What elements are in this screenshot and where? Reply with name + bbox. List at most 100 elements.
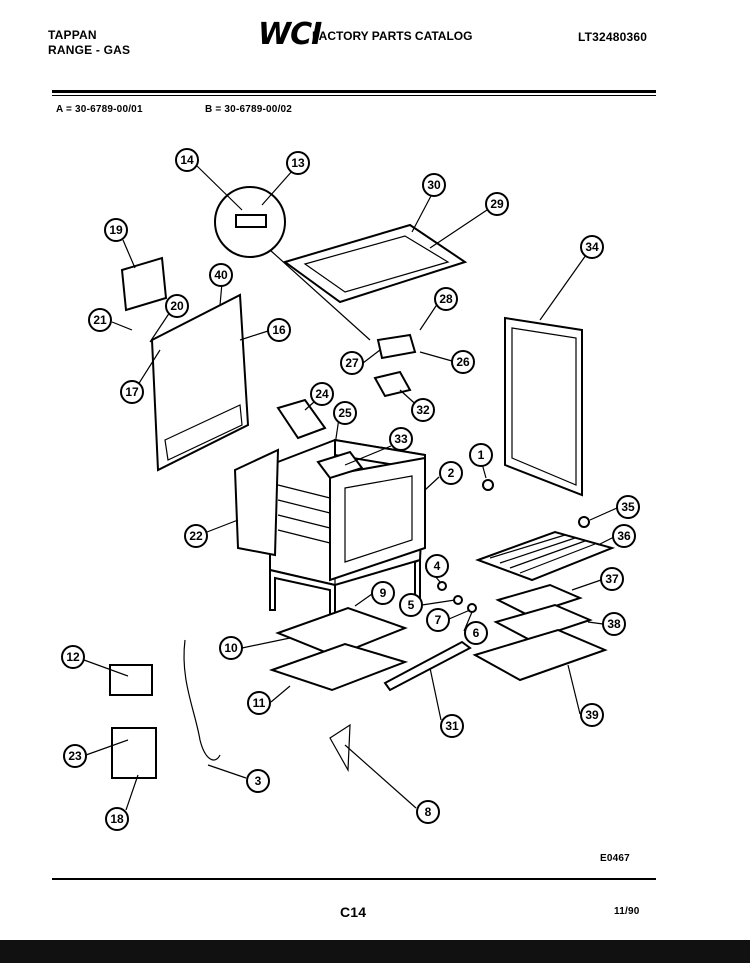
callout-36: 36	[612, 524, 636, 548]
callout-12: 12	[61, 645, 85, 669]
back-panel	[150, 293, 250, 472]
callout-4: 4	[425, 554, 449, 578]
svg-text:39: 39	[585, 708, 599, 722]
knob-35	[578, 516, 590, 528]
svg-text:36: 36	[617, 529, 631, 543]
svg-text:2: 2	[448, 466, 455, 480]
callout-2: 2	[439, 461, 463, 485]
svg-text:6: 6	[473, 626, 480, 640]
svg-text:14: 14	[180, 153, 194, 167]
svg-text:31: 31	[445, 719, 459, 733]
broiler-pan-39	[472, 628, 608, 682]
drawing-code: E0467	[600, 853, 630, 864]
bottom-panel-10	[275, 606, 408, 658]
svg-text:28: 28	[439, 292, 453, 306]
callout-22: 22	[184, 524, 208, 548]
callout-27: 27	[340, 351, 364, 375]
callout-9: 9	[371, 581, 395, 605]
callout-11: 11	[247, 691, 271, 715]
svg-text:13: 13	[291, 156, 305, 170]
inset-box-12	[109, 664, 153, 696]
callout-39: 39	[580, 703, 604, 727]
svg-text:23: 23	[68, 749, 82, 763]
callout-10: 10	[219, 636, 243, 660]
svg-text:25: 25	[338, 406, 352, 420]
revision-date: 11/90	[614, 906, 640, 917]
callout-1: 1	[469, 443, 493, 467]
svg-text:33: 33	[394, 432, 408, 446]
bottom-panel-11	[268, 642, 409, 692]
broiler-pan-38	[493, 603, 593, 642]
svg-text:29: 29	[490, 197, 504, 211]
svg-text:1: 1	[478, 448, 485, 462]
callout-6: 6	[464, 621, 488, 645]
svg-text:34: 34	[585, 240, 599, 254]
page-number: C14	[340, 904, 367, 920]
callout-3: 3	[246, 769, 270, 793]
power-cord	[183, 639, 221, 761]
svg-text:24: 24	[315, 387, 329, 401]
svg-text:4: 4	[434, 559, 441, 573]
bracket-32	[373, 370, 412, 398]
brand-name: TAPPAN	[48, 28, 97, 42]
product-type: RANGE - GAS	[48, 43, 131, 57]
svg-text:8: 8	[425, 805, 432, 819]
scan-edge	[0, 940, 750, 963]
callout-23: 23	[63, 744, 87, 768]
callout-19: 19	[104, 218, 128, 242]
part-5	[453, 595, 463, 605]
igniter-part	[235, 214, 267, 228]
callout-24: 24	[310, 382, 334, 406]
callout-30: 30	[422, 173, 446, 197]
cooktop	[282, 223, 468, 304]
callout-40: 40	[209, 263, 233, 287]
callout-35: 35	[616, 495, 640, 519]
callout-31: 31	[440, 714, 464, 738]
svg-text:3: 3	[255, 774, 262, 788]
variant-b-label: B = 30-6789-00/02	[205, 104, 293, 115]
callout-37: 37	[600, 567, 624, 591]
leg-leveler	[329, 723, 351, 773]
rail	[383, 640, 472, 692]
callout-14: 14	[175, 148, 199, 172]
callout-20: 20	[165, 294, 189, 318]
broiler-pan-37	[495, 583, 583, 617]
svg-text:5: 5	[408, 598, 415, 612]
svg-text:21: 21	[93, 313, 107, 327]
callout-38: 38	[602, 612, 626, 636]
model-number: LT32480360	[578, 30, 648, 44]
svg-text:7: 7	[435, 613, 442, 627]
svg-text:9: 9	[380, 586, 387, 600]
part-4	[437, 581, 447, 591]
burner-valve	[376, 333, 417, 360]
svg-text:16: 16	[272, 323, 286, 337]
callout-28: 28	[434, 287, 458, 311]
bracket-24	[276, 398, 327, 440]
svg-text:22: 22	[189, 529, 203, 543]
svg-text:32: 32	[416, 403, 430, 417]
svg-text:12: 12	[66, 650, 80, 664]
callout-17: 17	[120, 380, 144, 404]
callout-8: 8	[416, 800, 440, 824]
svg-text:19: 19	[109, 223, 123, 237]
callout-13: 13	[286, 151, 310, 175]
callout-7: 7	[426, 608, 450, 632]
svg-text:40: 40	[214, 268, 228, 282]
callout-32: 32	[411, 398, 435, 422]
callout-16: 16	[267, 318, 291, 342]
callout-21: 21	[88, 308, 112, 332]
svg-text:26: 26	[456, 355, 470, 369]
oven-door	[233, 448, 280, 557]
wci-logo: WCI	[258, 17, 322, 52]
variant-a-label: A = 30-6789-00/01	[56, 104, 143, 115]
svg-text:35: 35	[621, 500, 635, 514]
header-divider-thin	[52, 95, 656, 96]
svg-text:10: 10	[224, 641, 238, 655]
burner-33	[316, 450, 364, 480]
callout-26: 26	[451, 350, 475, 374]
side-panel	[504, 316, 583, 497]
catalog-title: FACTORY PARTS CATALOG	[312, 29, 473, 43]
inset-box-23-18	[111, 727, 157, 779]
footer-divider	[52, 878, 656, 880]
